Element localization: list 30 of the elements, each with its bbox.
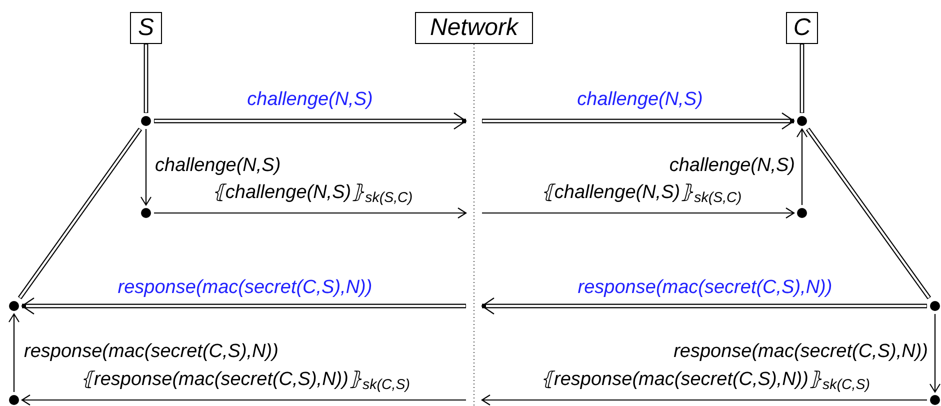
arrow	[929, 314, 941, 393]
arrow	[481, 297, 927, 315]
arrow	[482, 112, 795, 130]
message-label: response(mac(secret(C,S),N))	[24, 341, 278, 363]
participant-box	[130, 12, 162, 44]
arrow	[154, 207, 467, 219]
message-label: ⦃response(mac(secret(C,S),N))⦄$_{sk(C,S)}$	[540, 369, 870, 391]
message-label: challenge(N,S)	[577, 89, 703, 111]
participant-box	[786, 12, 818, 44]
participant-name: S	[138, 16, 154, 40]
participant-name: C	[793, 16, 811, 40]
message-label: ⦃response(mac(secret(C,S),N))⦄$_{sk(C,S)}$	[80, 369, 410, 391]
participant-box	[415, 12, 533, 44]
arrow	[21, 394, 466, 406]
arrow	[140, 129, 152, 206]
message-label: challenge(N,S)	[247, 89, 373, 111]
arrow	[154, 112, 467, 130]
arrow	[21, 297, 466, 315]
message-label: ⦃challenge(N,S)⦄$_{sk(S,C)}$	[540, 182, 742, 204]
message-label: challenge(N,S)	[669, 155, 795, 177]
message-label: response(mac(secret(C,S),N))	[578, 277, 832, 299]
arrow	[481, 394, 927, 406]
message-label: ⦃challenge(N,S)⦄$_{sk(S,C)}$	[211, 182, 413, 204]
arrow	[482, 207, 795, 219]
message-label: response(mac(secret(C,S),N))	[118, 277, 372, 299]
message-label: challenge(N,S)	[155, 155, 281, 177]
participant-name: Network	[430, 16, 518, 40]
arrow	[8, 313, 20, 392]
message-label: response(mac(secret(C,S),N))	[674, 341, 928, 363]
arrow	[796, 128, 808, 205]
